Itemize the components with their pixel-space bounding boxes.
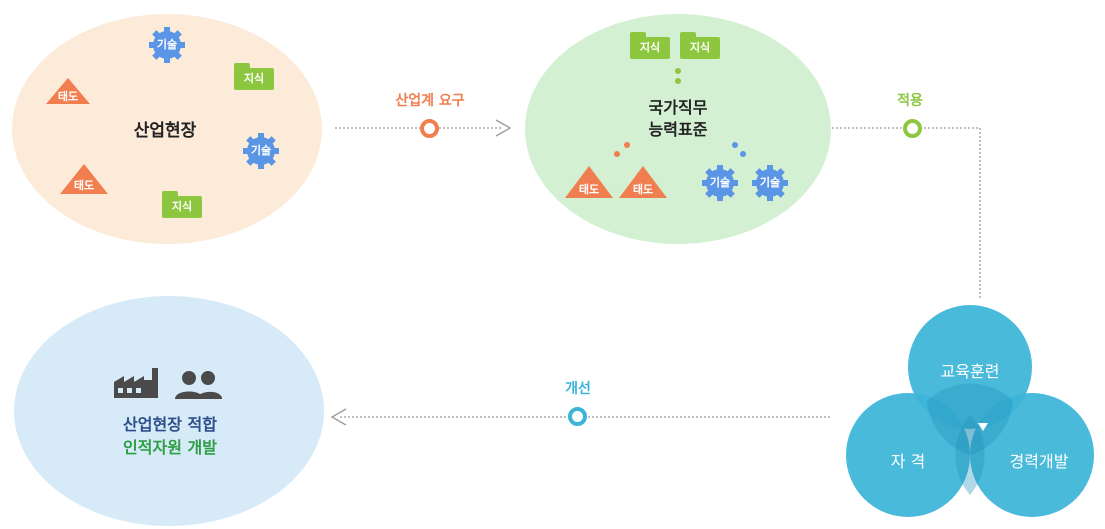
green-dot	[675, 78, 681, 84]
knowledge-folder-icon: 지식	[680, 32, 720, 59]
skill-gear-icon: 기술	[751, 164, 789, 202]
blue-dot	[732, 142, 738, 148]
green-dot	[675, 68, 681, 74]
knowledge-folder-icon: 지식	[162, 191, 202, 218]
venn-education-label: 교육훈련	[940, 362, 1000, 381]
attitude-label: 태도	[578, 183, 600, 196]
result-line1: 산업현장 적합	[123, 415, 217, 434]
improve-label: 개선	[565, 381, 591, 397]
skill-gear-icon: 기술	[148, 26, 186, 64]
attitude-label: 태도	[57, 90, 79, 103]
venn-career-label: 경력개발	[1009, 452, 1069, 471]
attitude-triangle-icon: 태도	[60, 164, 108, 194]
apply-node	[903, 119, 922, 138]
venn-qualification-label: 자 격	[890, 452, 926, 471]
demand-node	[420, 119, 439, 138]
attitude-label: 태도	[632, 183, 654, 196]
orange-dot	[624, 142, 630, 148]
venn-diagram	[846, 305, 1094, 517]
knowledge-label: 지식	[689, 41, 711, 54]
skill-gear-icon: 기술	[242, 132, 280, 170]
knowledge-label: 지식	[639, 41, 661, 54]
attitude-triangle-icon: 태도	[46, 78, 90, 104]
demand-label: 산업계 요구	[395, 93, 465, 109]
apply-label: 적용	[897, 93, 923, 109]
people-icon	[175, 371, 222, 399]
factory-icon	[114, 368, 158, 398]
blue-dot	[740, 151, 746, 157]
result-line2: 인적자원 개발	[123, 438, 217, 457]
ncs-title-line2: 능력표준	[648, 120, 708, 139]
skill-label: 기술	[156, 38, 178, 51]
attitude-triangle-icon: 태도	[619, 166, 667, 198]
ncs-title-line1: 국가직무	[648, 98, 708, 117]
result-circle	[14, 296, 324, 526]
improve-node	[568, 407, 587, 426]
knowledge-label: 지식	[171, 200, 193, 213]
skill-label: 기술	[759, 176, 781, 189]
attitude-label: 태도	[73, 179, 95, 192]
knowledge-label: 지식	[243, 72, 265, 85]
industry-site-title: 산업현장	[133, 121, 197, 141]
skill-label: 기술	[709, 176, 731, 189]
orange-dot	[614, 151, 620, 157]
ncs-circle	[525, 14, 831, 244]
skill-label: 기술	[250, 144, 272, 157]
knowledge-folder-icon: 지식	[234, 63, 274, 90]
skill-gear-icon: 기술	[701, 164, 739, 202]
knowledge-folder-icon: 지식	[630, 32, 670, 59]
attitude-triangle-icon: 태도	[565, 166, 613, 198]
